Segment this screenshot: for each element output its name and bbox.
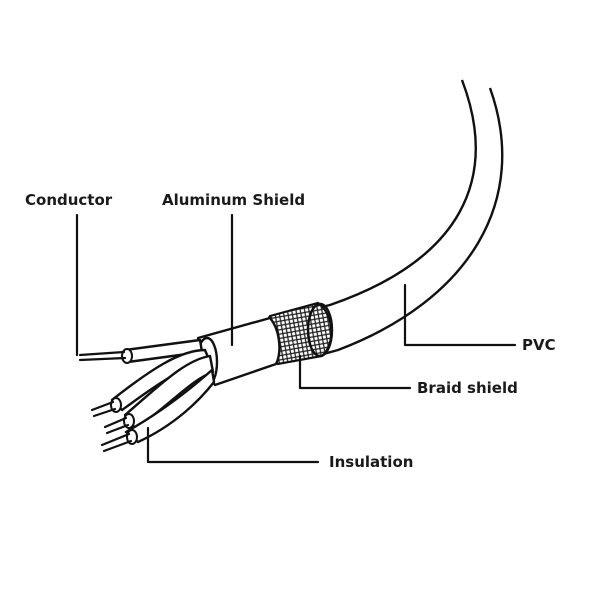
pvc-leader (403, 283, 517, 347)
braid-shield-leader (298, 354, 412, 390)
braid-shield-label: Braid shield (417, 379, 518, 397)
pvc-label: PVC (522, 336, 556, 354)
conductor-label: Conductor (25, 191, 113, 209)
aluminum-shield-label: Aluminum Shield (162, 191, 306, 209)
insulation-leader (146, 426, 320, 464)
insulation-label: Insulation (329, 453, 414, 471)
